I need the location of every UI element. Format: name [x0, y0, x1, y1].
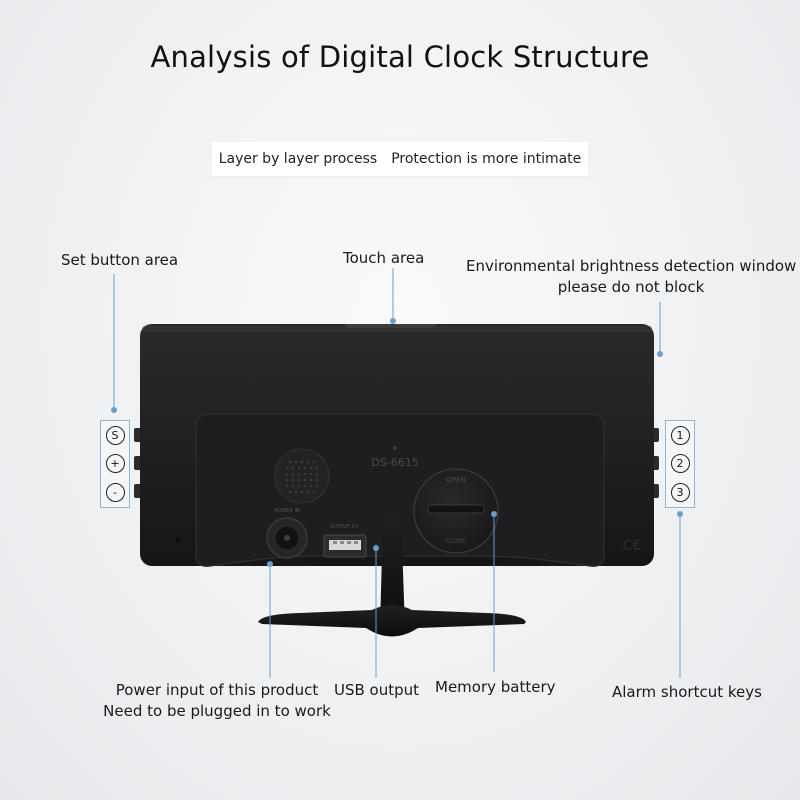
set-key-plus[interactable]: + — [105, 454, 125, 474]
label-memory-battery: Memory battery — [435, 678, 556, 696]
set-key-minus[interactable]: - — [105, 483, 125, 503]
alarm-key-1[interactable]: 1 — [670, 425, 690, 445]
label-power-line1: Power input of this product — [115, 681, 319, 699]
battery-close-label: CLOSE — [446, 538, 466, 545]
alarm-key-group: 1 2 3 — [665, 420, 695, 508]
set-button-group: S + - — [100, 420, 130, 508]
battery-open-label: OPEN — [446, 476, 465, 484]
set-key-s[interactable]: S — [105, 425, 125, 445]
label-brightness-line2: please do not block — [557, 278, 705, 296]
power-port: POWER IN — [266, 508, 308, 559]
subtitle-right: Protection is more intimate — [391, 151, 582, 167]
subtitle-left: Layer by layer process — [218, 151, 378, 167]
label-set-button-area: Set button area — [61, 251, 179, 269]
ce-mark-icon: C€ — [623, 538, 642, 554]
label-touch-area: Touch area — [343, 249, 425, 267]
power-port-label: POWER IN — [274, 508, 300, 514]
usb-port-label: OUTPUT 5V — [330, 524, 359, 530]
label-brightness-line1: Environmental brightness detection windo… — [466, 257, 797, 275]
label-brightness-window: Environmental brightness detection windo… — [466, 257, 796, 296]
mic-hole — [175, 537, 181, 543]
label-power-line2: Need to be plugged in to work — [103, 702, 331, 720]
alarm-key-3[interactable]: 3 — [670, 483, 690, 503]
speaker-grill — [274, 448, 330, 504]
label-usb-output: USB output — [334, 681, 420, 699]
label-power-input: Power input of this product Need to be p… — [100, 681, 334, 720]
clock-stand — [258, 511, 526, 637]
usb-port: OUTPUT 5V — [323, 524, 367, 558]
subtitle-bar: Layer by layer process Protection is mor… — [212, 142, 588, 176]
model-marking: DS-6615 — [371, 456, 418, 469]
battery-cover: OPEN CLOSE — [413, 468, 499, 554]
diagram-title: Analysis of Digital Clock Structure — [150, 40, 650, 74]
touch-strip — [346, 324, 436, 328]
alarm-key-2[interactable]: 2 — [670, 454, 690, 474]
label-alarm-shortcut-keys: Alarm shortcut keys — [612, 683, 762, 701]
leader-lines — [111, 268, 683, 678]
